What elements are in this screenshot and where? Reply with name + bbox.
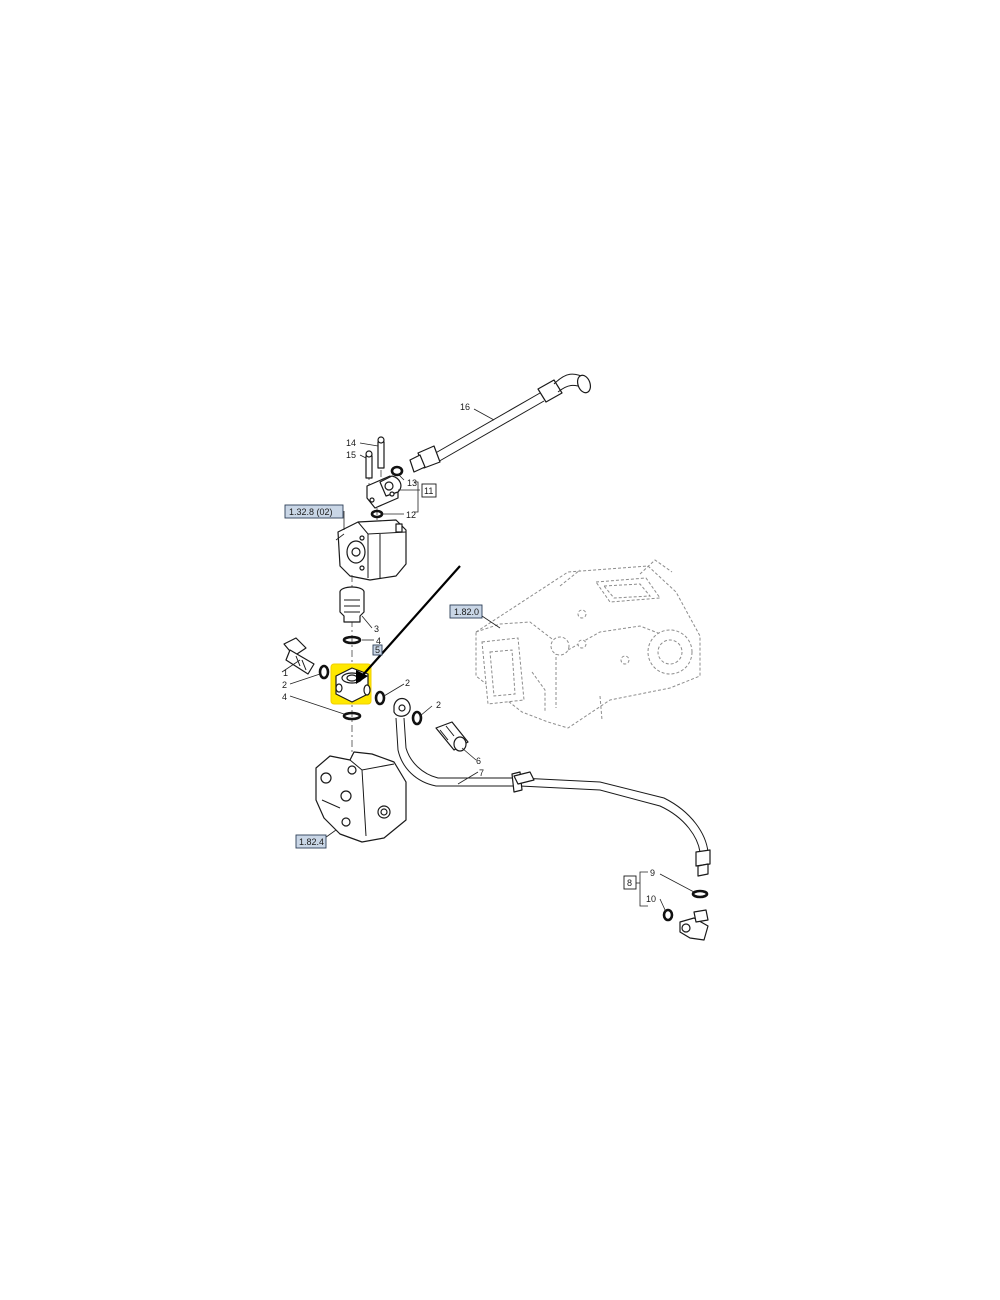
callout-15: 15	[346, 450, 356, 460]
callout-4a: 4	[376, 636, 381, 646]
callout-14: 14	[346, 438, 356, 448]
hydraulic-pipe-16	[409, 373, 592, 473]
svg-text:1.32.8 (02): 1.32.8 (02)	[289, 507, 333, 517]
callout-2b: 2	[405, 678, 410, 688]
rear-axle-housing	[475, 559, 701, 729]
callout-4b: 4	[282, 692, 287, 702]
plug-3	[339, 586, 365, 645]
callout-12: 12	[406, 510, 416, 520]
callout-leaders	[281, 408, 695, 913]
svg-text:1.82.0: 1.82.0	[454, 607, 479, 617]
svg-text:1.82.4: 1.82.4	[299, 837, 324, 847]
callout-7: 7	[479, 768, 484, 778]
callout-2a: 2	[282, 680, 287, 690]
callout-16: 16	[460, 402, 470, 412]
callout-13: 13	[407, 478, 417, 488]
lift-valve-body	[315, 751, 407, 843]
callout-1: 1	[283, 668, 288, 678]
hydraulic-pipe-7	[393, 697, 711, 877]
svg-text:5: 5	[375, 645, 380, 655]
svg-text:8: 8	[627, 878, 632, 888]
reference-box-rear-housing[interactable]: 1.82.0	[449, 604, 483, 619]
boxed-callout-11: 11	[421, 483, 437, 498]
banjo-bolt-1	[283, 637, 330, 680]
pointer-arrowhead	[356, 670, 368, 684]
reference-box-pump-module[interactable]: 1.32.8 (02)	[284, 504, 344, 519]
callout-numbers: 16 14 15 13 12 3 4 1 2 4 2 2 6 7 9 10	[282, 402, 656, 904]
boxed-callout-5[interactable]: 5	[372, 644, 383, 656]
highlighted-valve-block-5[interactable]	[330, 663, 372, 705]
callout-9: 9	[650, 868, 655, 878]
boxed-callout-8: 8	[623, 875, 637, 890]
svg-text:11: 11	[424, 486, 433, 496]
callout-6: 6	[476, 756, 481, 766]
flange-fitting-assembly	[365, 436, 404, 528]
callout-2c: 2	[436, 700, 441, 710]
elbow-fitting-assembly	[662, 889, 709, 941]
callout-10: 10	[646, 894, 656, 904]
gear-pump	[337, 519, 407, 581]
pointer-arrow	[361, 565, 461, 677]
reference-box-lift-valve[interactable]: 1.82.4	[295, 834, 327, 849]
screw-6	[411, 710, 469, 752]
callout-3: 3	[374, 624, 379, 634]
